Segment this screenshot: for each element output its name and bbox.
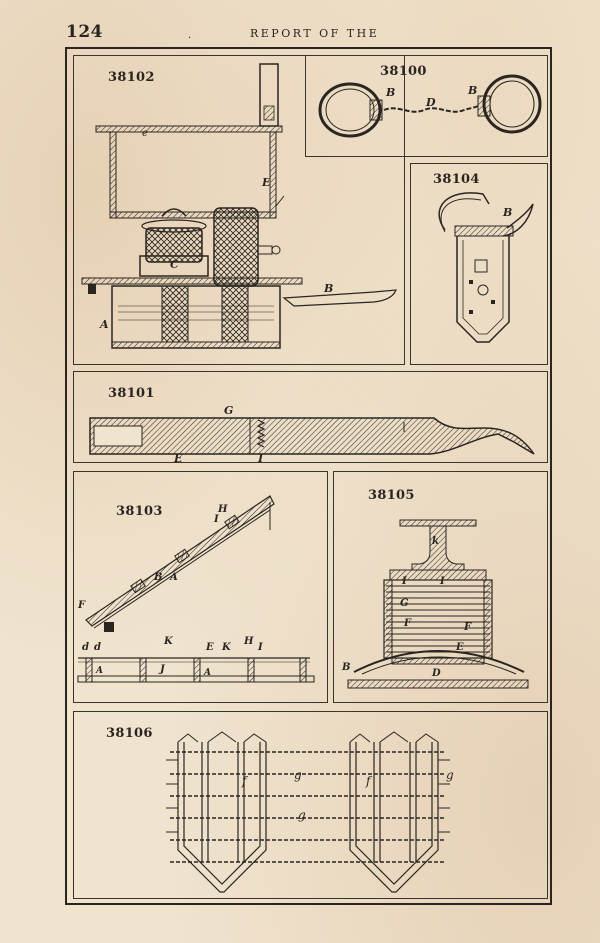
label-I: I — [258, 452, 264, 463]
figure-38103-panel: 38103 H I B A F d d A K E K H I J A — [73, 471, 328, 703]
label-d-1: d — [82, 642, 90, 653]
label-B: B — [342, 662, 351, 673]
figure-38100-number: 38100 — [380, 64, 427, 79]
figure-38101-number: 38101 — [108, 386, 155, 401]
label-J: J — [160, 664, 166, 675]
figure-38101-panel: 38101 G E I — [73, 371, 548, 463]
label-B: B — [154, 572, 163, 583]
figure-38101-drawing — [89, 417, 535, 455]
label-k: k — [432, 536, 440, 547]
figure-38103-drawing — [77, 495, 315, 683]
label-A: A — [100, 318, 109, 331]
label-K-1: K — [164, 636, 173, 647]
label-I-2: I — [440, 576, 445, 587]
label-E: E — [206, 642, 214, 653]
label-e: e — [142, 128, 149, 139]
label-g-2: g — [446, 768, 454, 782]
figure-38105-number: 38105 — [368, 488, 415, 503]
label-g-3: g — [298, 808, 306, 822]
label-G: G — [224, 404, 234, 417]
label-E: E — [456, 642, 464, 653]
label-B: B — [503, 206, 513, 219]
figure-38102-number: 38102 — [108, 70, 155, 85]
label-H: H — [218, 504, 228, 515]
figure-38102-panel: 38102 e E C B A — [73, 55, 405, 365]
figure-38103-number: 38103 — [116, 504, 163, 519]
label-G: G — [400, 598, 409, 609]
label-F-2: F — [464, 622, 472, 633]
label-f-2: f — [366, 774, 371, 788]
figure-38100-panel: 38100 B D B — [305, 55, 548, 157]
label-D: D — [432, 668, 441, 679]
label-E: E — [174, 452, 183, 463]
patent-drawing-plate: 38102 e E C B A 38100 B D B — [65, 47, 552, 905]
label-B: B — [324, 282, 334, 295]
label-A-3: A — [204, 668, 212, 678]
label-I-1: I — [402, 576, 407, 587]
label-I: I — [214, 514, 219, 525]
label-D: D — [426, 96, 436, 109]
label-B-right: B — [468, 84, 478, 97]
label-A-2: A — [96, 666, 104, 676]
figure-38100-drawing — [318, 74, 542, 138]
label-g-1: g — [294, 768, 302, 782]
figure-38105-drawing — [347, 519, 529, 689]
label-f-1: f — [242, 774, 247, 788]
label-d-2: d — [94, 642, 102, 653]
label-C: C — [170, 258, 180, 271]
figure-38104-panel: 38104 B — [410, 163, 548, 365]
figure-38105-panel: 38105 k I I G F F E B D — [333, 471, 548, 703]
figure-38106-panel: 38106 f g f g g — [73, 711, 548, 899]
running-title: REPORT OF THE — [250, 27, 380, 40]
label-I-2: I — [258, 642, 263, 653]
page-number: 124 — [66, 22, 103, 42]
figure-38102-drawing — [81, 63, 397, 349]
label-K-2: K — [222, 642, 231, 653]
label-F-1: F — [404, 618, 412, 629]
figure-38104-number: 38104 — [433, 172, 480, 187]
label-B-left: B — [386, 86, 396, 99]
figure-38106-drawing — [166, 731, 450, 893]
label-H-2: H — [244, 636, 254, 647]
figure-38106-number: 38106 — [106, 726, 153, 741]
header-dot: . — [188, 30, 192, 41]
label-F: F — [78, 600, 86, 611]
figure-38104-drawing — [438, 192, 534, 343]
label-A: A — [170, 572, 179, 583]
label-E: E — [262, 176, 271, 189]
